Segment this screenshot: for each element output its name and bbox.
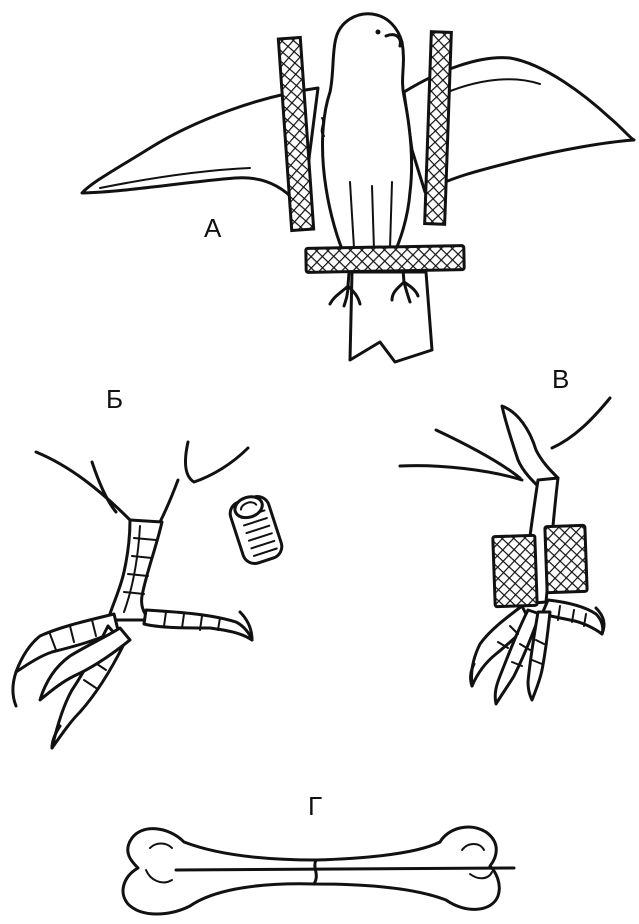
b-toe-front — [144, 610, 252, 640]
v-splint-left — [493, 535, 537, 606]
panel-g-bone-pin: Г — [123, 791, 514, 914]
label-g: Г — [308, 791, 322, 821]
tail — [350, 272, 432, 362]
bird-eye — [376, 30, 381, 35]
v-body-curve-right — [552, 398, 610, 448]
b-body-curve-right — [186, 442, 248, 482]
bird-body — [323, 14, 412, 258]
v-splint-right — [545, 525, 587, 592]
label-v: В — [552, 364, 569, 394]
panel-b-foot-ring-bandage: Б — [13, 384, 285, 748]
b-thigh-line — [160, 480, 178, 522]
bone-fracture-line — [314, 860, 316, 884]
b-claw-left — [13, 672, 16, 706]
intramedullary-pin — [176, 868, 514, 870]
panel-v-tarsus-splint: В — [400, 364, 610, 704]
leg-splint-bar — [306, 246, 464, 273]
label-b: Б — [106, 384, 123, 414]
b-ring-bandage — [226, 491, 284, 566]
left-wing-splint — [278, 37, 313, 230]
right-wing-splint — [425, 32, 452, 225]
label-a: А — [204, 213, 222, 243]
panel-a-bird-wing-splint: А — [82, 14, 634, 362]
